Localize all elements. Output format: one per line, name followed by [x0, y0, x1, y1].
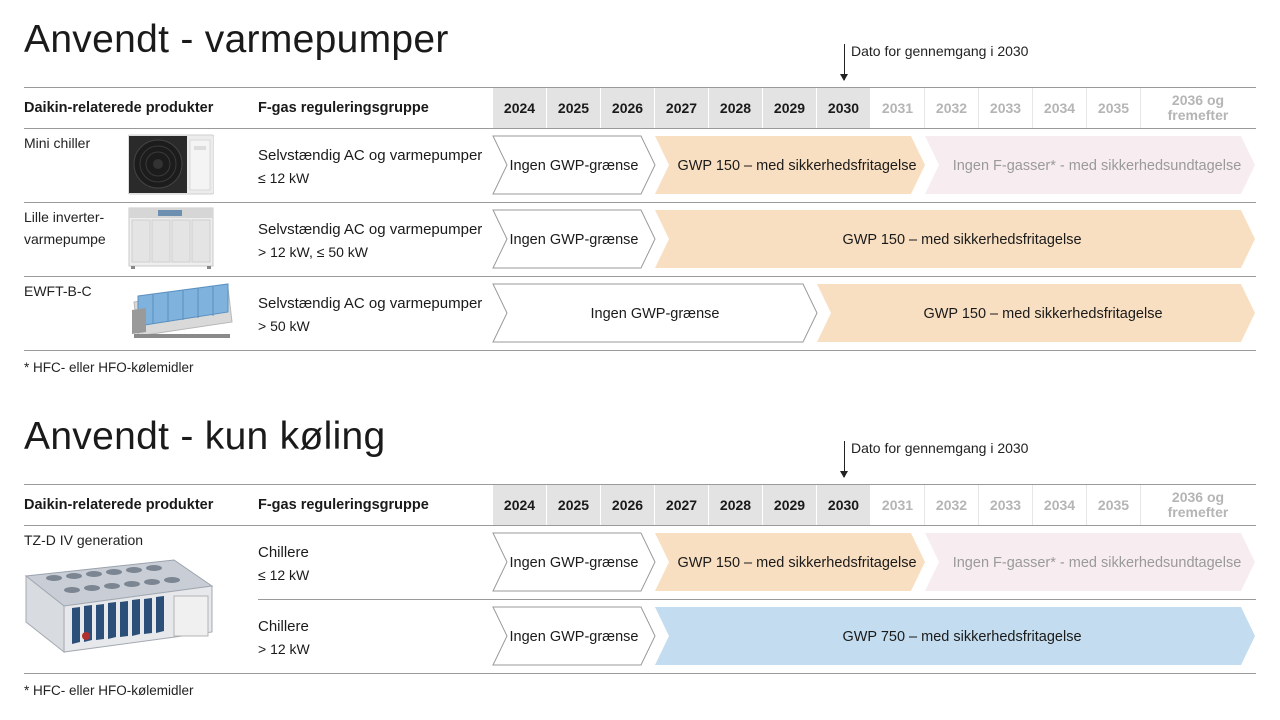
year-header-cell: 2032: [925, 485, 979, 525]
group-subtitle: > 50 kW: [258, 318, 310, 334]
year-header-cell: 2025: [547, 88, 601, 128]
timeline-bar-gwp750: [655, 607, 1255, 665]
product-name: Mini chiller: [24, 135, 91, 151]
review-date-arrow-icon: [840, 441, 848, 478]
year-header-cell: 2030: [817, 88, 871, 128]
year-header-cell: 2027: [655, 485, 709, 525]
group-subtitle: ≤ 12 kW: [258, 567, 310, 583]
year-header-cell: 2029: [763, 88, 817, 128]
review-date-label: Dato for gennemgang i 2030: [851, 43, 1029, 59]
year-header-cell: 2033: [979, 485, 1033, 525]
year-header-cell: 2035: [1087, 485, 1141, 525]
timeline-bar-label: Ingen GWP-grænse: [510, 232, 639, 248]
year-header-cell: 2030: [817, 485, 871, 525]
header-regulation-group: F-gas reguleringsgruppe: [258, 100, 429, 116]
header-bottom-rule: [24, 525, 1256, 526]
product-name: EWFT-B-C: [24, 283, 92, 299]
year-header-cell: 2028: [709, 88, 763, 128]
year-header-strip: 2024 2025 2026 2027 2028 2029 2030 2031 …: [493, 88, 1255, 128]
timeline-bar-label: Ingen GWP-grænse: [591, 306, 720, 322]
year-header-cell: 2029: [763, 485, 817, 525]
table-bottom-rule: [24, 350, 1256, 351]
year-header-cell: 2024: [493, 88, 547, 128]
year-header-cell: 2036 og fremefter: [1141, 88, 1255, 128]
small-inverter-heat-pump-image: [128, 206, 214, 270]
header-bottom-rule: [24, 128, 1256, 129]
timeline-bar-gwp150: [655, 533, 925, 591]
timeline-bar-label: GWP 750 – med sikkerhedsfritagelse: [842, 629, 1081, 645]
header-products: Daikin-relaterede produkter: [24, 100, 214, 116]
timeline-bar-label: GWP 150 – med sikkerhedsfritagelse: [923, 306, 1162, 322]
group-title: Selvstændig AC og varmepumper: [258, 221, 483, 238]
timeline-bar-label: GWP 150 – med sikkerhedsfritagelse: [677, 555, 916, 571]
section-title-cooling-only: Anvendt - kun køling: [24, 415, 386, 458]
ewft-b-c-unit-image: [128, 282, 236, 342]
section-title-heat-pumps: Anvendt - varmepumper: [24, 18, 449, 61]
row-divider: [258, 599, 1256, 600]
product-name: TZ-D IV generation: [24, 532, 144, 548]
year-header-cell: 2032: [925, 88, 979, 128]
group-title: Selvstændig AC og varmepumper: [258, 295, 483, 312]
group-subtitle: ≤ 12 kW: [258, 170, 310, 186]
timeline-bar-gwp150: [655, 136, 925, 194]
timeline-bar-none: [492, 606, 656, 666]
timeline-bar-label: Ingen GWP-grænse: [510, 555, 639, 571]
review-date-label: Dato for gennemgang i 2030: [851, 440, 1029, 456]
group-title: Chillere: [258, 544, 309, 561]
year-header-cell: 2026: [601, 485, 655, 525]
table-top-rule: [24, 87, 1256, 88]
product-name: Lille inverter-varmepumpe: [24, 209, 106, 247]
table-bottom-rule: [24, 673, 1256, 674]
year-header-cell: 2036 og fremefter: [1141, 485, 1255, 525]
footnote: * HFC- eller HFO-kølemidler: [24, 360, 194, 375]
timeline-bar-none: [492, 135, 656, 195]
mini-chiller-unit-image: [127, 134, 215, 196]
year-header-strip: 2024 2025 2026 2027 2028 2029 2030 2031 …: [493, 485, 1255, 525]
timeline-bar-none: [492, 209, 656, 269]
year-header-cell: 2033: [979, 88, 1033, 128]
year-header-cell: 2031: [871, 485, 925, 525]
footnote: * HFC- eller HFO-kølemidler: [24, 683, 194, 698]
timeline-bar-none: [492, 532, 656, 592]
timeline-bar-label: Ingen F-gasser* - med sikkerhedsundtagel…: [953, 158, 1242, 174]
group-subtitle: > 12 kW, ≤ 50 kW: [258, 244, 368, 260]
year-header-cell: 2035: [1087, 88, 1141, 128]
group-title: Chillere: [258, 618, 309, 635]
timeline-bar-none: [492, 283, 818, 343]
timeline-bar-label: GWP 150 – med sikkerhedsfritagelse: [677, 158, 916, 174]
row-divider: [24, 202, 1256, 203]
timeline-bar-label: Ingen F-gasser* - med sikkerhedsundtagel…: [953, 555, 1242, 571]
year-header-cell: 2034: [1033, 485, 1087, 525]
year-header-cell: 2028: [709, 485, 763, 525]
timeline-bar-gwp150: [655, 210, 1255, 268]
review-date-arrow-icon: [840, 44, 848, 81]
year-header-cell: 2034: [1033, 88, 1087, 128]
year-header-cell: 2031: [871, 88, 925, 128]
header-products: Daikin-relaterede produkter: [24, 497, 214, 513]
year-header-cell: 2026: [601, 88, 655, 128]
year-header-cell: 2025: [547, 485, 601, 525]
row-divider: [24, 276, 1256, 277]
timeline-bar-label: Ingen GWP-grænse: [510, 629, 639, 645]
header-regulation-group: F-gas reguleringsgruppe: [258, 497, 429, 513]
year-header-cell: 2027: [655, 88, 709, 128]
group-subtitle: > 12 kW: [258, 641, 310, 657]
timeline-bar-fgas: [925, 136, 1255, 194]
timeline-bar-label: GWP 150 – med sikkerhedsfritagelse: [842, 232, 1081, 248]
timeline-bar-fgas: [925, 533, 1255, 591]
timeline-bar-label: Ingen GWP-grænse: [510, 158, 639, 174]
year-header-cell: 2024: [493, 485, 547, 525]
timeline-bar-gwp150: [817, 284, 1255, 342]
table-top-rule: [24, 484, 1256, 485]
tz-d-iv-chiller-image: [24, 556, 214, 658]
group-title: Selvstændig AC og varmepumper: [258, 147, 483, 164]
